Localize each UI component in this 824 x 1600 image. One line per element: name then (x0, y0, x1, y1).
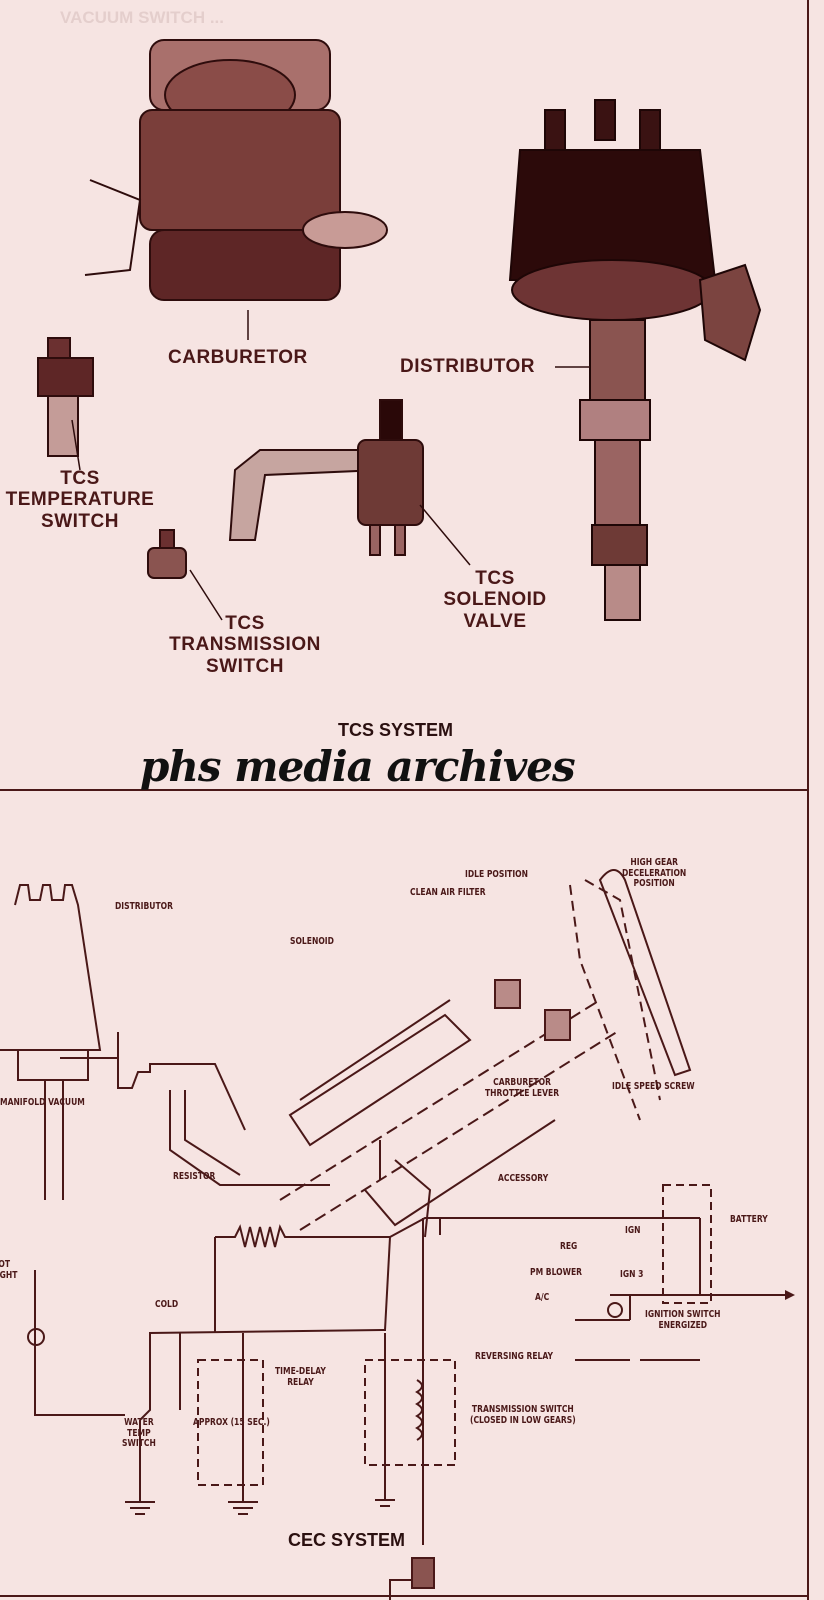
label-line: TEMP (127, 1427, 151, 1439)
label-line: HIGH GEAR (630, 857, 678, 868)
label-accessory: ACCESSORY (498, 1173, 549, 1184)
bleed-through-text: VACUUM SWITCH ... (60, 8, 225, 27)
leader-lines (71, 310, 590, 621)
label-line: RELAY (287, 1376, 314, 1388)
label-resistor: RESISTOR (173, 1171, 216, 1182)
carburetor-image (84, 39, 388, 301)
label-line: HOT (0, 1259, 11, 1270)
label-battery: BATTERY (730, 1214, 768, 1225)
label-ignition-switch-energized: IGNITION SWITCH ENERGIZED (645, 1309, 721, 1331)
label-cec-distributor: DISTRIBUTOR (115, 901, 173, 912)
temperature-switch-image (37, 337, 94, 457)
label-line: CARBURETOR (493, 1077, 551, 1088)
cec-caption: CEC SYSTEM (288, 1530, 406, 1550)
label-line: VALVE (463, 610, 527, 632)
tcs-caption: TCS SYSTEM (338, 720, 454, 740)
label-line: IGNITION SWITCH (645, 1309, 721, 1320)
label-line: SWITCH (41, 510, 119, 532)
label-reg: REG (560, 1241, 578, 1252)
label-line: ENERGIZED (658, 1319, 708, 1331)
label-carburetor-throttle-lever: CARBURETOR THROTTLE LEVER (485, 1077, 560, 1099)
label-tcs-temperature-switch: TCS TEMPERATURE SWITCH (0, 468, 170, 532)
distributor-cap (0, 884, 102, 1051)
label-manifold-vacuum: MANIFOLD VACUUM (0, 1097, 85, 1108)
label-reversing-relay: REVERSING RELAY (475, 1351, 554, 1362)
label-line: TIME-DELAY (275, 1366, 326, 1377)
label-line: TCS (475, 568, 515, 589)
label-cold: COLD (155, 1299, 179, 1310)
label-distributor: DISTRIBUTOR (400, 356, 535, 377)
label-line: THROTTLE LEVER (485, 1087, 560, 1099)
label-pm-blower: PM BLOWER (530, 1267, 583, 1278)
label-tcs-transmission-switch: TCS TRANSMISSION SWITCH (155, 613, 335, 677)
label-idle-position: IDLE POSITION (465, 869, 528, 880)
label-tcs-solenoid-valve: TCS SOLENOID VALVE (420, 568, 570, 632)
label-line: LIGHT (0, 1269, 18, 1281)
label-ac: A/C (535, 1292, 550, 1303)
label-time-delay-relay: TIME-DELAY RELAY (275, 1366, 326, 1388)
label-line: (CLOSED IN LOW GEARS) (470, 1414, 576, 1426)
label-line: DECELERATION (622, 867, 687, 879)
label-line: SWITCH (122, 1438, 156, 1450)
label-line: TCS (60, 468, 100, 489)
label-line: TRANSMISSION (169, 634, 321, 656)
label-transmission-switch: TRANSMISSION SWITCH (CLOSED IN LOW GEARS… (470, 1404, 576, 1426)
label-water-temp-switch: WATER TEMP SWITCH (122, 1417, 156, 1450)
label-carburetor: CARBURETOR (168, 347, 308, 368)
label-ign-3: IGN 3 (620, 1269, 644, 1280)
label-line: SWITCH (206, 655, 284, 677)
label-ign: IGN (625, 1225, 641, 1236)
label-approx-15-sec: APPROX (15 SEC.) (193, 1417, 270, 1428)
solenoid-housing (288, 999, 556, 1227)
label-line: POSITION (633, 878, 675, 890)
distributor-image (508, 99, 762, 621)
label-high-gear-deceleration: HIGH GEAR DECELERATION POSITION (622, 857, 687, 890)
transmission-switch-image (147, 529, 187, 579)
label-line: TEMPERATURE (5, 489, 155, 511)
label-solenoid: SOLENOID (290, 936, 334, 947)
resistor (214, 1217, 700, 1333)
label-clean-air-filter: CLEAN AIR FILTER (410, 887, 486, 898)
tcs-illustration (37, 39, 762, 621)
label-line: SOLENOID (443, 589, 547, 611)
watermark: phs media archives (140, 742, 576, 791)
label-idle-speed-screw: IDLE SPEED SCREW (612, 1081, 695, 1092)
label-line: TRANSMISSION SWITCH (471, 1404, 574, 1415)
battery-arrow (785, 1290, 795, 1300)
label-line: WATER (124, 1417, 154, 1428)
solenoid-valve-image (228, 399, 424, 556)
label-line: TCS (225, 613, 265, 634)
label-hot-light: HOT LIGHT (0, 1259, 18, 1281)
